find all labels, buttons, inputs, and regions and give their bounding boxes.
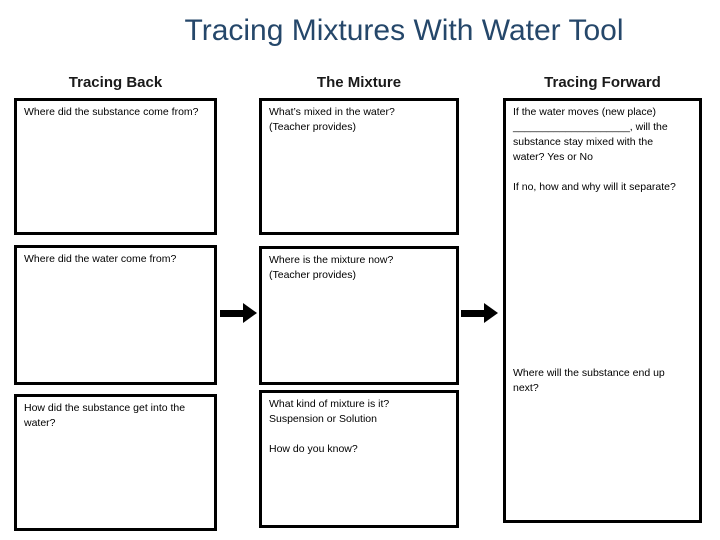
box-mixture-location: Where is the mixture now? (Teacher provi…	[259, 246, 459, 385]
arrow-shaft	[220, 309, 243, 317]
box-tracing-forward-bottom-prompt: Where will the substance end up next?	[513, 367, 665, 394]
column-header-tracing-forward: Tracing Forward	[544, 74, 661, 91]
box-substance-entry: How did the substance get into the water…	[14, 394, 217, 531]
right-arrow-icon	[461, 303, 498, 323]
arrow-shaft	[461, 309, 484, 317]
slide-title: Tracing Mixtures With Water Tool	[184, 14, 624, 47]
box-mixture-kind: What kind of mixture is it? Suspension o…	[259, 390, 459, 528]
box-mixture-kind-prompt: What kind of mixture is it? Suspension o…	[269, 398, 390, 455]
box-whats-mixed: What’s mixed in the water? (Teacher prov…	[259, 98, 459, 235]
column-header-tracing-back: Tracing Back	[68, 74, 163, 91]
box-substance-origin: Where did the substance come from?	[14, 98, 217, 235]
column-header-the-mixture: The Mixture	[316, 74, 402, 91]
box-tracing-forward-top-prompt: If the water moves (new place) _________…	[513, 106, 676, 193]
box-water-origin-prompt: Where did the water come from?	[24, 253, 177, 265]
box-whats-mixed-prompt: What’s mixed in the water? (Teacher prov…	[269, 106, 395, 133]
box-substance-entry-prompt: How did the substance get into the water…	[24, 402, 186, 429]
right-arrow-icon	[220, 303, 257, 323]
box-mixture-location-prompt: Where is the mixture now? (Teacher provi…	[269, 254, 394, 281]
arrow-head	[484, 303, 498, 323]
box-substance-origin-prompt: Where did the substance come from?	[24, 106, 199, 118]
arrow-head	[243, 303, 257, 323]
box-water-origin: Where did the water come from?	[14, 245, 217, 385]
box-tracing-forward: If the water moves (new place) _________…	[503, 98, 702, 523]
